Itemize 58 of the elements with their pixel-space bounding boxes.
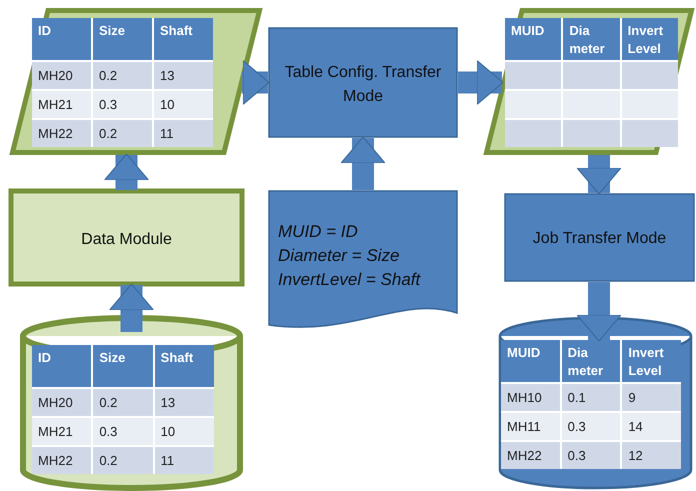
block-arrow (458, 60, 504, 105)
mapping-text: InvertLevel = Shaft (278, 270, 420, 289)
table-cell: 0.3 (93, 91, 152, 118)
node-label: Table Config. Transfer Mode (284, 64, 442, 105)
header-cell: ID (32, 345, 92, 387)
table-cell: MH21 (32, 91, 91, 118)
data-parallelogram (10, 8, 262, 155)
table-cell: MH20 (32, 389, 92, 416)
process-box (504, 193, 695, 282)
table-cell: MH22 (32, 120, 91, 147)
header-cell: Invert Level (622, 18, 678, 60)
block-arrow (109, 284, 154, 332)
node-label: Data Module (81, 231, 172, 248)
database-cylinder (20, 318, 243, 488)
block-arrow (576, 155, 622, 194)
table-cell: 11 (154, 447, 214, 474)
table-cell: 0.2 (93, 447, 153, 474)
table-cell: MH21 (32, 418, 92, 445)
table-cell: 0.2 (93, 62, 152, 89)
table-cell: 9 (622, 384, 681, 411)
header-cell: MUID (505, 18, 562, 60)
block-arrow (104, 154, 149, 190)
header-cell: Dia meter (562, 340, 620, 382)
data-parallelogram (484, 8, 694, 155)
header-cell: Dia meter (563, 18, 620, 60)
process-box (268, 27, 458, 138)
node-label: Job Transfer Mode (532, 230, 666, 247)
table-cell: 0.3 (562, 442, 620, 469)
block-arrow (340, 136, 386, 190)
table-cell: MH22 (32, 447, 92, 474)
header-cell: ID (32, 18, 91, 60)
table-cell: 13 (154, 389, 214, 416)
table-cell: 12 (622, 442, 681, 469)
table-cell: 0.3 (562, 413, 620, 440)
process-box (10, 190, 243, 285)
table-cell: 10 (154, 418, 214, 445)
table-cell: 10 (154, 91, 213, 118)
mapping-text: MUID = ID (278, 222, 358, 241)
table-cell: 14 (622, 413, 681, 440)
header-cell: Shaft (154, 18, 213, 60)
table-cell: 0.3 (93, 418, 153, 445)
table-cell: MH20 (32, 62, 91, 89)
header-cell: Size (93, 345, 153, 387)
header-cell: Size (93, 18, 152, 60)
table-cell: 11 (154, 120, 213, 147)
header-cell: MUID (501, 340, 560, 382)
table-cell: MH22 (501, 442, 560, 469)
table-cell: 13 (154, 62, 213, 89)
header-cell: Shaft (154, 345, 214, 387)
table-cell: MH11 (501, 413, 560, 440)
block-arrow (576, 282, 622, 342)
table-cell: 0.2 (93, 120, 152, 147)
table-cell: 0.1 (562, 384, 620, 411)
table-cell: MH10 (501, 384, 560, 411)
table-cell: 0.2 (93, 389, 153, 416)
header-cell: Invert Level (622, 340, 681, 382)
mapping-text: Diameter = Size (278, 246, 400, 265)
database-cylinder (497, 318, 694, 488)
